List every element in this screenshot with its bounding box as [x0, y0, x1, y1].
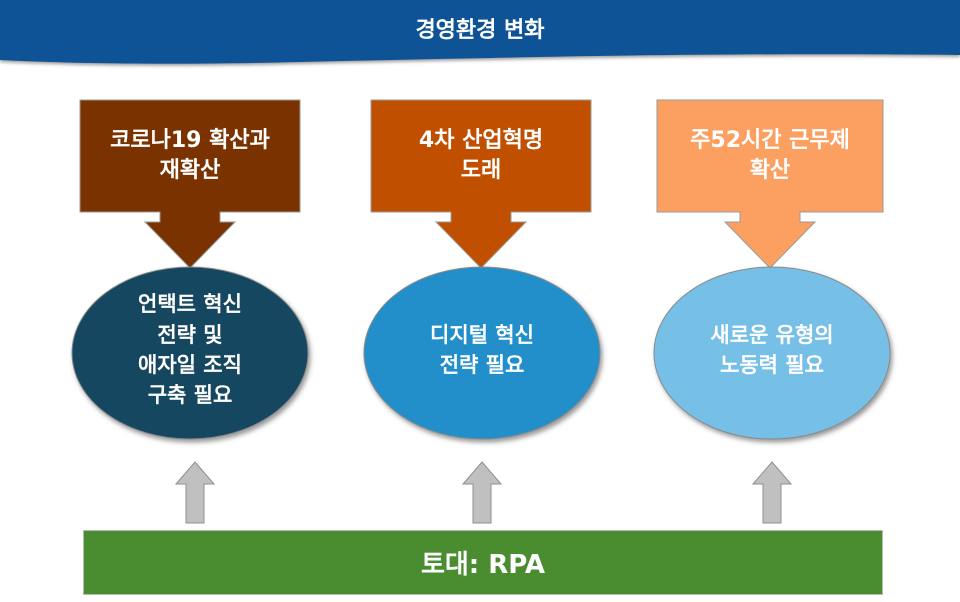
foundation-bar: 토대: RPA [83, 530, 883, 595]
up-arrow-icon [752, 461, 792, 524]
driver-label: 주52시간 근무제 확산 [690, 128, 850, 183]
ellipse-shape [653, 266, 891, 440]
callout-down-arrow-shape [656, 99, 884, 269]
driver-label: 4차 산업혁명 도래 [418, 128, 544, 183]
ellipse-shape [363, 266, 601, 440]
need-label: 언택트 혁신 전략 및 애자일 조직 구축 필요 [138, 292, 242, 408]
up-arrow-icon [175, 461, 215, 524]
foundation-label: 토대: RPA [420, 550, 546, 580]
ellipse-shape [71, 266, 309, 440]
banner-shape [0, 0, 960, 64]
header-title: 경영환경 변화 [415, 18, 545, 43]
need-label: 새로운 유형의 노동력 필요 [710, 322, 834, 377]
need-label: 디지털 혁신 전략 필요 [430, 322, 534, 377]
up-arrow-icon [462, 461, 502, 524]
callout-down-arrow-shape [370, 99, 592, 269]
driver-label: 코로나19 확산과 재확산 [110, 128, 270, 183]
callout-down-arrow-shape [79, 99, 301, 269]
